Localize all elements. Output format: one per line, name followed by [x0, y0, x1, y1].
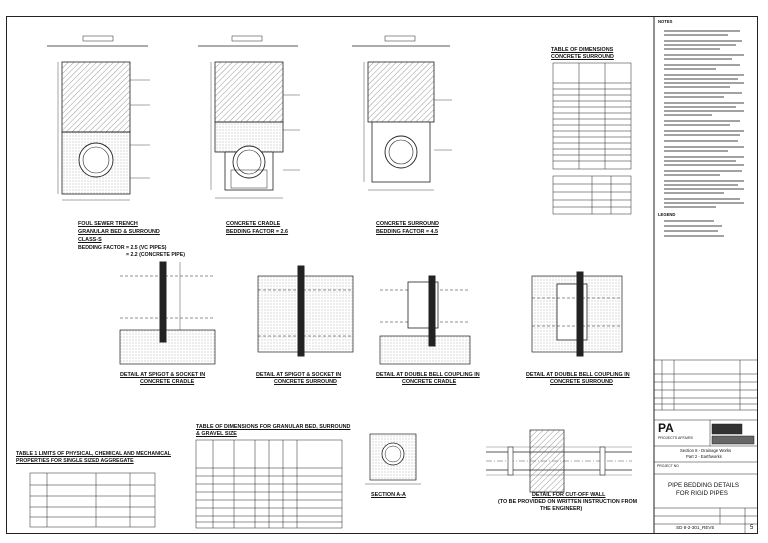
table-limits-title: TABLE 1 LIMITS OF PHYSICAL, CHEMICAL AND…: [16, 451, 171, 457]
sheet-number: 5: [750, 525, 754, 531]
section-part: Part 2 - Earthworks: [686, 454, 722, 459]
detail-3-line1: DETAIL AT DOUBLE BELL COUPLING IN: [376, 372, 480, 378]
drawing-number: SD 8-2-301_REV5: [676, 525, 715, 530]
drawing-title-line1: PIPE BEDDING DETAILS: [668, 482, 740, 489]
table-limits-subtitle: PROPERTIES FOR SINGLE SIZED AGGREGATE: [16, 458, 134, 464]
detail-elevations: [119, 261, 623, 365]
cutoff-wall-title: DETAIL FOR CUT-OFF WALL: [532, 492, 606, 498]
org-logo-letters: PA: [658, 421, 674, 435]
table-granular-subtitle: & GRAVEL SIZE: [196, 431, 237, 437]
table-concrete-title: TABLE OF DIMENSIONS: [551, 47, 614, 53]
section-1-title: FOUL SEWER TRENCH: [78, 221, 138, 227]
legend-header: LEGEND: [658, 212, 676, 217]
section-2-title: CONCRETE CRADLE: [226, 221, 281, 227]
table-granular-title: TABLE OF DIMENSIONS FOR GRANULAR BED, SU…: [196, 424, 351, 430]
table-granular-grid: [195, 439, 343, 529]
detail-2-line1: DETAIL AT SPIGOT & SOCKET IN: [256, 372, 342, 378]
detail-1-line1: DETAIL AT SPIGOT & SOCKET IN: [120, 372, 206, 378]
section-aa-label: SECTION A-A: [371, 492, 406, 498]
title-block-grid: [654, 359, 758, 534]
detail-2-line2: CONCRETE SURROUND: [274, 379, 337, 385]
section-1-factor-concrete: = 2.2 (CONCRETE PIPE): [126, 252, 185, 258]
section-1-factor-vc: = 2.5 (VC PIPES): [126, 245, 167, 251]
drawing-sheet: [6, 16, 758, 534]
table-limits-grid: [29, 472, 156, 528]
cutoff-wall-drawing: [486, 429, 632, 493]
project-label: PROJECT NO: [657, 464, 679, 468]
section-3-factor: BEDDING FACTOR = 4.5: [376, 229, 439, 235]
section-3-title: CONCRETE SURROUND: [376, 221, 439, 227]
cutoff-wall-note-1: (TO BE PROVIDED ON WRITTEN INSTRUCTION F…: [498, 499, 638, 505]
notes-text-lines: [664, 30, 744, 237]
table-concrete-surround-grid: [552, 62, 632, 215]
section-name: Section 8 - Drainage Works: [680, 448, 732, 453]
section-aa-drawing: [365, 433, 421, 485]
detail-4-line2: CONCRETE SURROUND: [550, 379, 613, 385]
section-1-class: CLASS-S: [78, 237, 102, 243]
org-name: PROJECTS AFFAIRS: [658, 436, 693, 440]
cutoff-wall-note-2: THE ENGINEER): [540, 506, 583, 512]
trench-section-cradle: [198, 35, 300, 199]
section-1-subtitle: GRANULAR BED & SURROUND: [78, 229, 160, 235]
drawing-title-line2: FOR RIGID PIPES: [676, 490, 728, 497]
section-1-factor-label: BEDDING FACTOR: [78, 245, 125, 251]
detail-3-line2: CONCRETE CRADLE: [402, 379, 457, 385]
trench-section-granular: [47, 35, 150, 201]
detail-4-line1: DETAIL AT DOUBLE BELL COUPLING IN: [526, 372, 630, 378]
table-concrete-subtitle: CONCRETE SURROUND: [551, 54, 614, 60]
trench-section-surround: [352, 35, 452, 191]
section-2-factor: BEDDING FACTOR = 2.6: [226, 229, 289, 235]
notes-header: NOTES: [658, 19, 673, 24]
detail-1-line2: CONCRETE CRADLE: [140, 379, 195, 385]
